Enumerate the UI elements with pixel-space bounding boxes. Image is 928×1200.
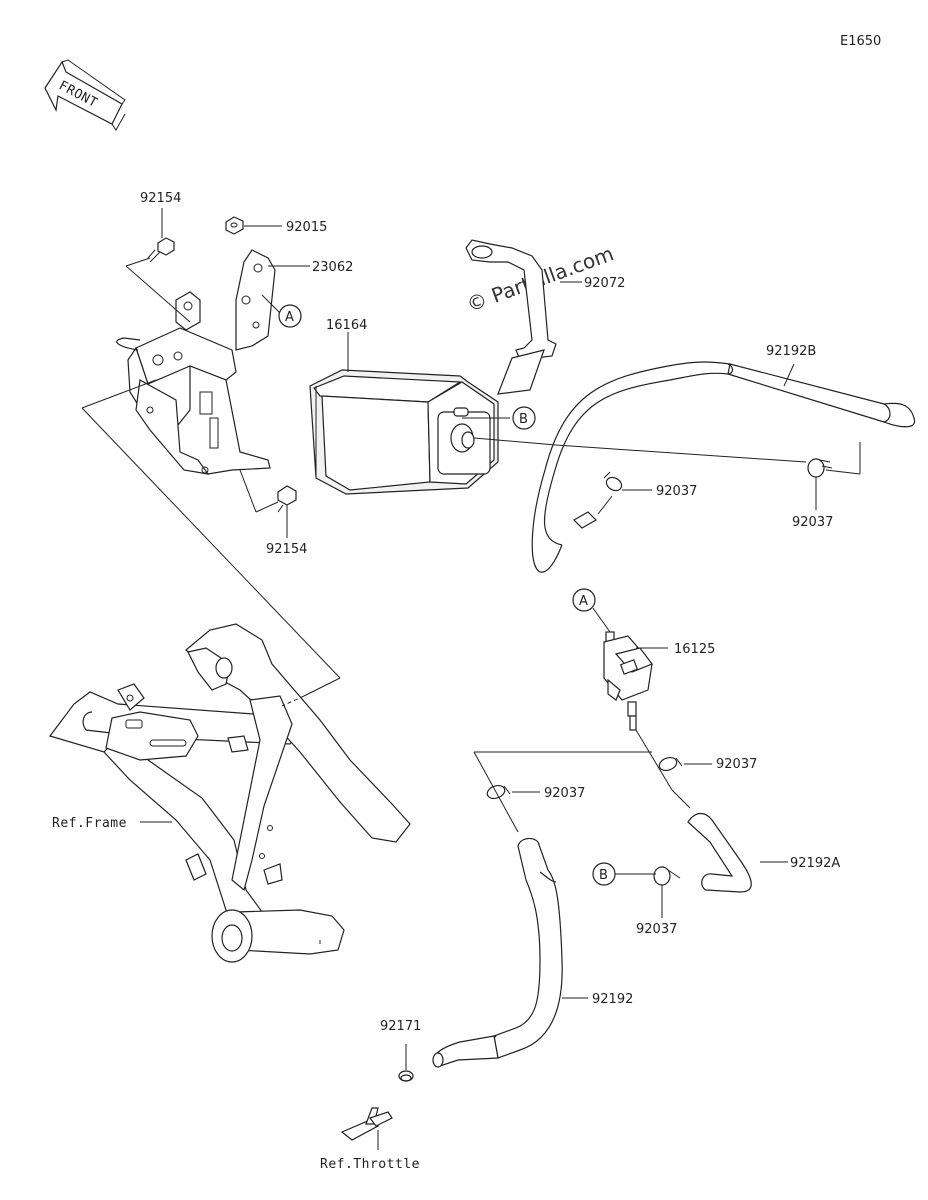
label-92154-top: 92154 [140, 191, 181, 206]
bolt-92154-top [147, 237, 175, 263]
callout-b-canister: B [512, 406, 536, 430]
nut-92015 [225, 216, 244, 235]
label-92192: 92192 [592, 992, 633, 1007]
hose-92192 [432, 837, 563, 1068]
label-92171: 92171 [380, 1019, 421, 1034]
callout-b-valve: B [592, 862, 616, 886]
strap-92072 [465, 239, 557, 395]
callout-b-label: B [519, 412, 528, 427]
label-92037-branch: 92037 [544, 786, 585, 801]
bolt-92154-bottom [277, 485, 297, 513]
callout-a-valve-label: A [579, 594, 588, 609]
label-92015: 92015 [286, 220, 327, 235]
label-92037-upper-right: 92037 [792, 515, 833, 530]
clamp-92171 [398, 1070, 414, 1082]
canister-16164 [309, 369, 499, 495]
clamp-92037-upper-left [603, 471, 623, 492]
callout-a-bracket: A [278, 304, 302, 328]
clamp-92037-valve [658, 756, 683, 772]
label-92192A: 92192A [790, 856, 840, 871]
label-92037-upper-left: 92037 [656, 484, 697, 499]
label-ref-frame: Ref.Frame [52, 816, 127, 831]
label-92154-bottom: 92154 [266, 542, 307, 557]
label-92037-lower: 92037 [636, 922, 677, 937]
label-23062: 23062 [312, 260, 353, 275]
label-92072: 92072 [584, 276, 625, 291]
clamp-92037-branch [486, 784, 511, 800]
label-ref-throttle: Ref.Throttle [320, 1157, 420, 1172]
throttle-fitting [340, 1107, 393, 1150]
frame-reference [49, 623, 411, 963]
callout-a-valve: A [572, 588, 596, 612]
diagram-code: E1650 [840, 34, 881, 49]
hose-92192B [531, 361, 916, 573]
label-16164: 16164 [326, 318, 367, 333]
canister-bracket [116, 216, 297, 513]
callout-a-label: A [285, 310, 294, 325]
label-92037-valve: 92037 [716, 757, 757, 772]
hose-92192A [635, 729, 752, 893]
clamp-92037-upper-right [807, 458, 833, 478]
valve-16125 [603, 631, 653, 731]
label-16125: 16125 [674, 642, 715, 657]
label-92192B: 92192B [766, 344, 816, 359]
callout-b-valve-label: B [599, 868, 608, 883]
front-arrow-icon: FRONT [44, 59, 126, 131]
clamp-92037-lower [653, 866, 681, 886]
